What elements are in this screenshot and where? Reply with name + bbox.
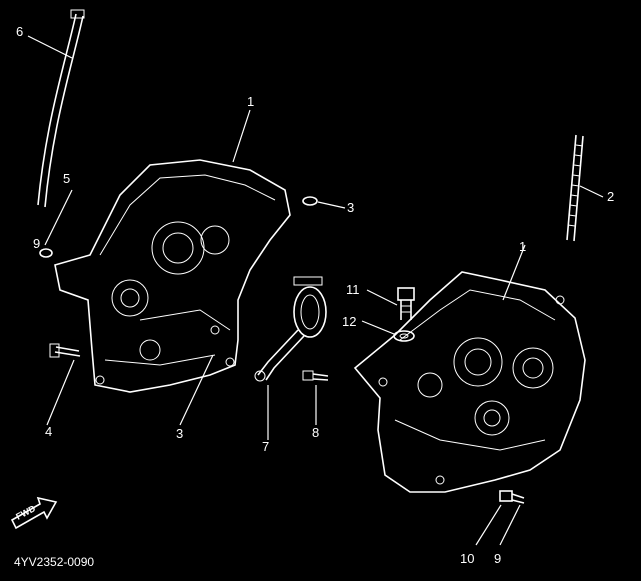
callout-10: 10 [460, 551, 475, 566]
bolt-left [49, 343, 81, 358]
breather-hose [37, 9, 85, 208]
diagram-code: 4YV2352-0090 [14, 555, 95, 569]
callout-1-left: 1 [247, 94, 255, 109]
dowel-pin-upper [302, 196, 318, 206]
callout-4: 4 [45, 424, 53, 439]
callout-5: 5 [63, 171, 71, 186]
callout-2: 2 [607, 189, 615, 204]
fwd-label: FWD [14, 503, 37, 522]
bolt-bracket [302, 370, 329, 381]
leader-lines [27, 35, 604, 546]
callout-3-lower: 3 [176, 426, 184, 441]
callout-11: 11 [346, 282, 360, 297]
callout-7: 7 [262, 439, 270, 454]
plug-bolt [397, 287, 415, 320]
callout-9-left: 9 [33, 236, 41, 251]
left-crankcase [54, 159, 291, 393]
callout-9-bottom: 9 [494, 551, 502, 566]
callout-1-right: 1 [519, 239, 527, 254]
hose-clamp-bracket [254, 276, 327, 382]
stud-bolt [566, 134, 584, 242]
callout-6: 6 [16, 24, 24, 39]
bolt-bottom [499, 490, 525, 504]
washer [393, 330, 415, 342]
callout-12: 12 [342, 314, 357, 329]
fwd-arrow-icon: FWD [10, 496, 58, 530]
right-crankcase [353, 271, 586, 493]
dowel-pin-left [39, 248, 53, 258]
callout-8: 8 [312, 425, 320, 440]
callout-3-upper: 3 [347, 200, 355, 215]
